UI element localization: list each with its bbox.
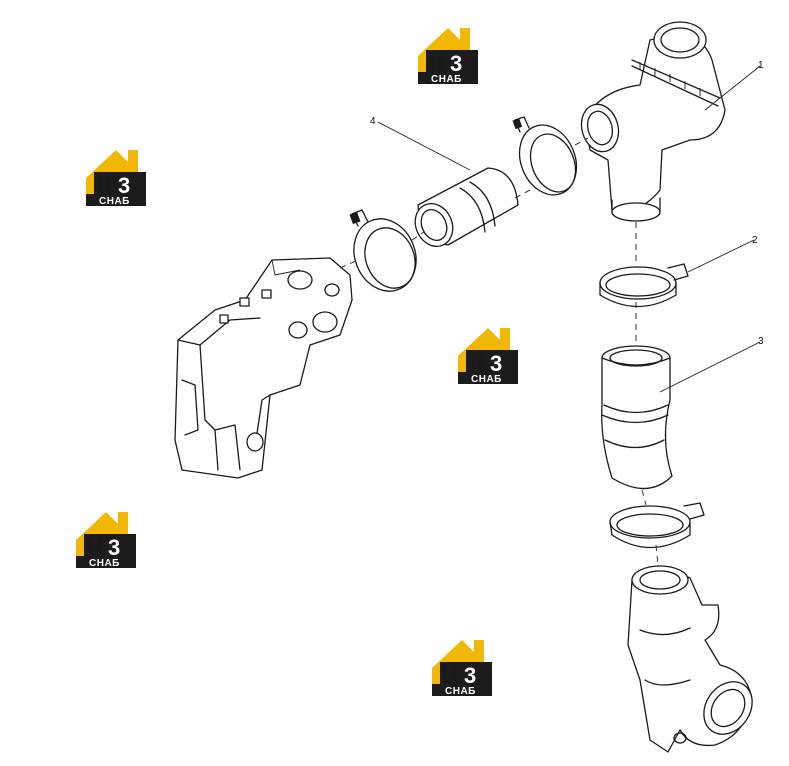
callout-4: 4 <box>370 116 376 127</box>
watermark-logo: H 3 СНАБ <box>432 640 492 697</box>
curved-hose <box>601 345 673 490</box>
assembly-lines <box>339 137 659 566</box>
svg-text:СНАБ: СНАБ <box>89 558 120 569</box>
hose-clamp-upper <box>512 116 578 196</box>
watermark-logo: H 3 СНАБ <box>418 28 478 85</box>
leader-lines <box>377 65 761 393</box>
hose-clamp-right-lower <box>609 502 705 549</box>
hose-clamp-right-upper <box>599 263 689 308</box>
hose-clamp-left <box>349 209 417 292</box>
svg-text:3: 3 <box>450 51 462 76</box>
callout-1: 1 <box>758 60 764 71</box>
watermark-logo: H 3 СНАБ <box>76 512 136 569</box>
svg-text:3: 3 <box>118 173 130 198</box>
outlet-pipe <box>627 565 753 753</box>
svg-text:H: H <box>96 173 112 198</box>
callout-2: 2 <box>752 235 758 246</box>
elbow-pipe <box>580 21 726 222</box>
watermark-logo: H 3 СНАБ <box>86 150 146 207</box>
svg-text:СНАБ: СНАБ <box>431 74 462 85</box>
svg-text:СНАБ: СНАБ <box>471 374 502 385</box>
callout-3: 3 <box>758 336 764 347</box>
svg-text:3: 3 <box>108 535 120 560</box>
svg-text:3: 3 <box>464 663 476 688</box>
svg-text:H: H <box>428 51 444 76</box>
manifold-housing <box>174 257 353 479</box>
watermark-logo: H 3 СНАБ <box>458 328 518 385</box>
svg-text:H: H <box>442 663 458 688</box>
svg-text:3: 3 <box>490 351 502 376</box>
coupling-hose <box>414 167 519 247</box>
svg-text:СНАБ: СНАБ <box>99 196 130 207</box>
svg-text:H: H <box>86 535 102 560</box>
svg-text:H: H <box>468 351 484 376</box>
svg-text:СНАБ: СНАБ <box>445 686 476 697</box>
